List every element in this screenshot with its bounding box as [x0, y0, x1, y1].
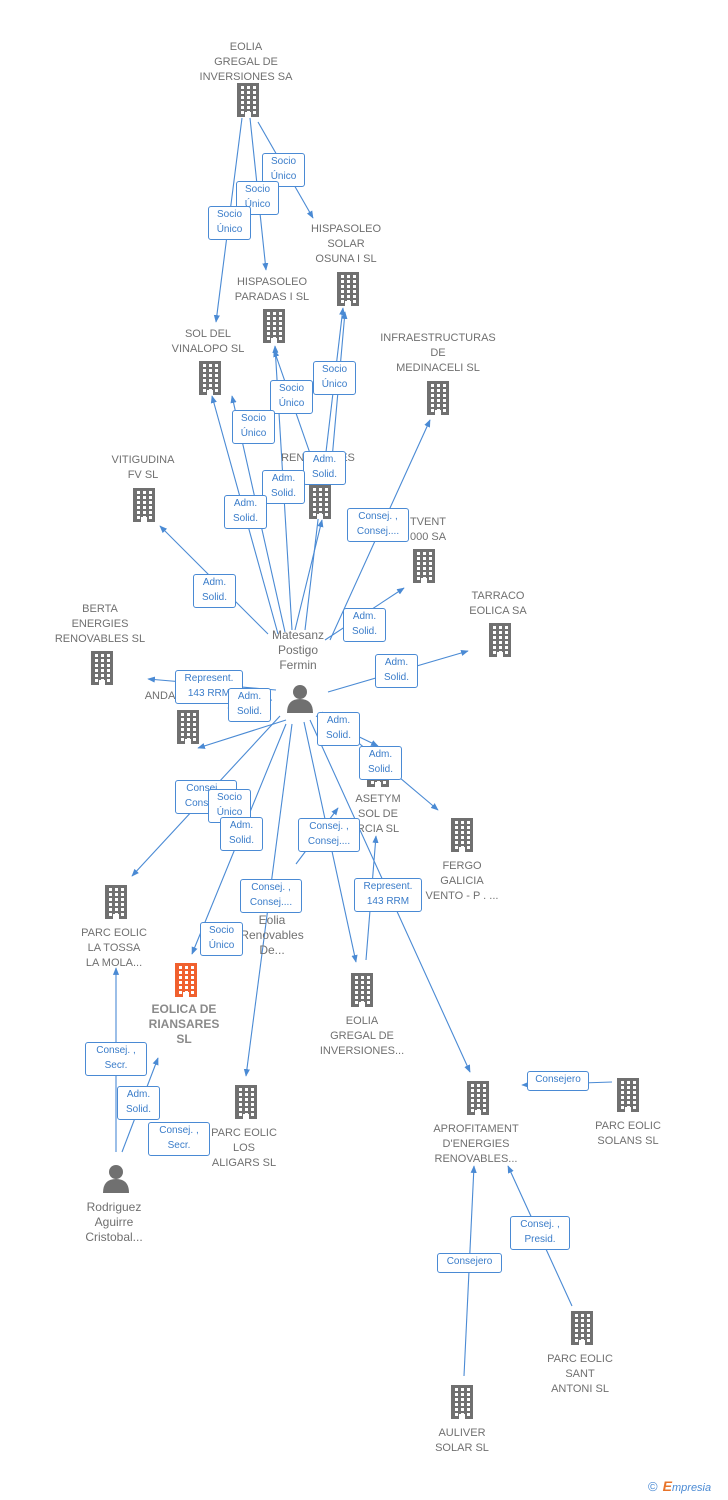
building-icon[interactable] — [129, 488, 159, 527]
relation-label[interactable]: Adm. Solid. — [220, 817, 263, 851]
building-icon[interactable] — [447, 1385, 477, 1424]
footer-brand[interactable]: © Empresia — [648, 1478, 728, 1498]
building-icon[interactable] — [173, 710, 203, 749]
person-name[interactable]: Eolia Renovables De... — [240, 913, 304, 957]
copyright-symbol: © — [648, 1479, 658, 1494]
building-icon[interactable] — [485, 623, 515, 662]
building-icon[interactable] — [613, 1078, 643, 1117]
company-name[interactable]: AULIVER SOLAR SL — [435, 1427, 489, 1454]
person-icon[interactable] — [285, 683, 315, 718]
edge-line — [294, 519, 324, 631]
relation-label[interactable]: Consejero — [527, 1071, 589, 1091]
building-icon[interactable] — [567, 1311, 597, 1350]
relation-label[interactable]: Socio Único — [270, 380, 313, 414]
relation-label[interactable]: Socio Único — [208, 206, 251, 240]
company-name[interactable]: TVENT 000 SA — [409, 516, 447, 543]
building-icon[interactable] — [195, 361, 225, 400]
relation-label[interactable]: Consej. , Secr. — [148, 1122, 210, 1156]
building-icon[interactable] — [87, 651, 117, 690]
relation-label[interactable]: Consej. , Consej.... — [298, 818, 360, 852]
relation-label[interactable]: Adm. Solid. — [228, 688, 271, 722]
relation-label[interactable]: Socio Único — [313, 361, 356, 395]
relation-label[interactable]: Adm. Solid. — [193, 574, 236, 608]
company-name[interactable]: ANDA — [144, 690, 176, 702]
company-name[interactable]: VITIGUDINA FV SL — [111, 454, 175, 481]
relation-label[interactable]: Adm. Solid. — [359, 746, 402, 780]
relation-label[interactable]: Consej. , Secr. — [85, 1042, 147, 1076]
building-icon[interactable] — [333, 272, 363, 311]
company-name[interactable]: PARC EOLIC LOS ALIGARS SL — [211, 1127, 277, 1169]
relation-label[interactable]: Adm. Solid. — [317, 712, 360, 746]
building-icon[interactable] — [231, 1085, 261, 1124]
relation-label[interactable]: Socio Único — [232, 410, 275, 444]
person-icon[interactable] — [101, 1163, 131, 1198]
relation-label[interactable]: Adm. Solid. — [224, 495, 267, 529]
company-name[interactable]: BERTA ENERGIES RENOVABLES SL — [54, 603, 146, 645]
company-name[interactable]: EOLIA GREGAL DE INVERSIONES SA — [199, 41, 293, 83]
company-name[interactable]: HISPASOLEO SOLAR OSUNA I SL — [310, 223, 382, 265]
relation-label[interactable]: Consejero — [437, 1253, 502, 1273]
relation-label[interactable]: Adm. Solid. — [343, 608, 386, 642]
company-name[interactable]: APROFITAMENT D'ENERGIES RENOVABLES... — [433, 1123, 519, 1165]
building-icon[interactable] — [463, 1081, 493, 1120]
building-icon[interactable] — [447, 818, 477, 857]
relation-label[interactable]: Adm. Solid. — [303, 451, 346, 485]
person-name[interactable]: Rodriguez Aguirre Cristobal... — [85, 1200, 143, 1244]
building-icon[interactable] — [347, 973, 377, 1012]
building-icon[interactable] — [423, 381, 453, 420]
company-name[interactable]: HISPASOLEO PARADAS I SL — [234, 276, 310, 303]
brand-name: mpresia — [672, 1482, 712, 1494]
relation-label[interactable]: Represent. 143 RRM — [354, 878, 422, 912]
company-name[interactable]: INFRAESTRUCTURAS DE MEDINACELI SL — [380, 332, 496, 374]
building-icon[interactable] — [233, 83, 263, 122]
building-icon[interactable] — [259, 309, 289, 348]
relation-label[interactable]: Socio Único — [208, 789, 251, 823]
relation-label[interactable]: Consej. , Presid. — [510, 1216, 570, 1250]
company-name[interactable]: EOLICA DE RIANSARES SL — [148, 1002, 220, 1046]
brand-initial: E — [662, 1478, 672, 1494]
relation-label[interactable]: Consej. , Consej.... — [240, 879, 302, 913]
relation-label[interactable]: Adm. Solid. — [262, 470, 305, 504]
relation-label[interactable]: Adm. Solid. — [117, 1086, 160, 1120]
building-icon[interactable] — [171, 963, 201, 1002]
building-icon[interactable] — [409, 549, 439, 588]
company-name[interactable]: FERGO GALICIA VENTO - P . ... — [425, 860, 499, 902]
company-name[interactable]: TARRACO EOLICA SA — [469, 590, 527, 617]
building-icon[interactable] — [305, 485, 335, 524]
company-name[interactable]: PARC EOLIC LA TOSSA LA MOLA... — [81, 927, 147, 969]
person-name[interactable]: Matesanz Postigo Fermin — [271, 628, 325, 672]
relation-label[interactable]: Consej. , Consej.... — [347, 508, 409, 542]
company-name[interactable]: ASETYM SOL DE RCIA SL — [355, 793, 401, 835]
company-name[interactable]: PARC EOLIC SOLANS SL — [595, 1120, 661, 1147]
relation-label[interactable]: Adm. Solid. — [375, 654, 418, 688]
company-name[interactable]: EOLIA GREGAL DE INVERSIONES... — [319, 1015, 405, 1057]
building-icon[interactable] — [101, 885, 131, 924]
relation-label[interactable]: Socio Único — [200, 922, 243, 956]
company-name[interactable]: PARC EOLIC SANT ANTONI SL — [547, 1353, 613, 1395]
company-name[interactable]: SOL DEL VINALOPO SL — [171, 328, 245, 355]
